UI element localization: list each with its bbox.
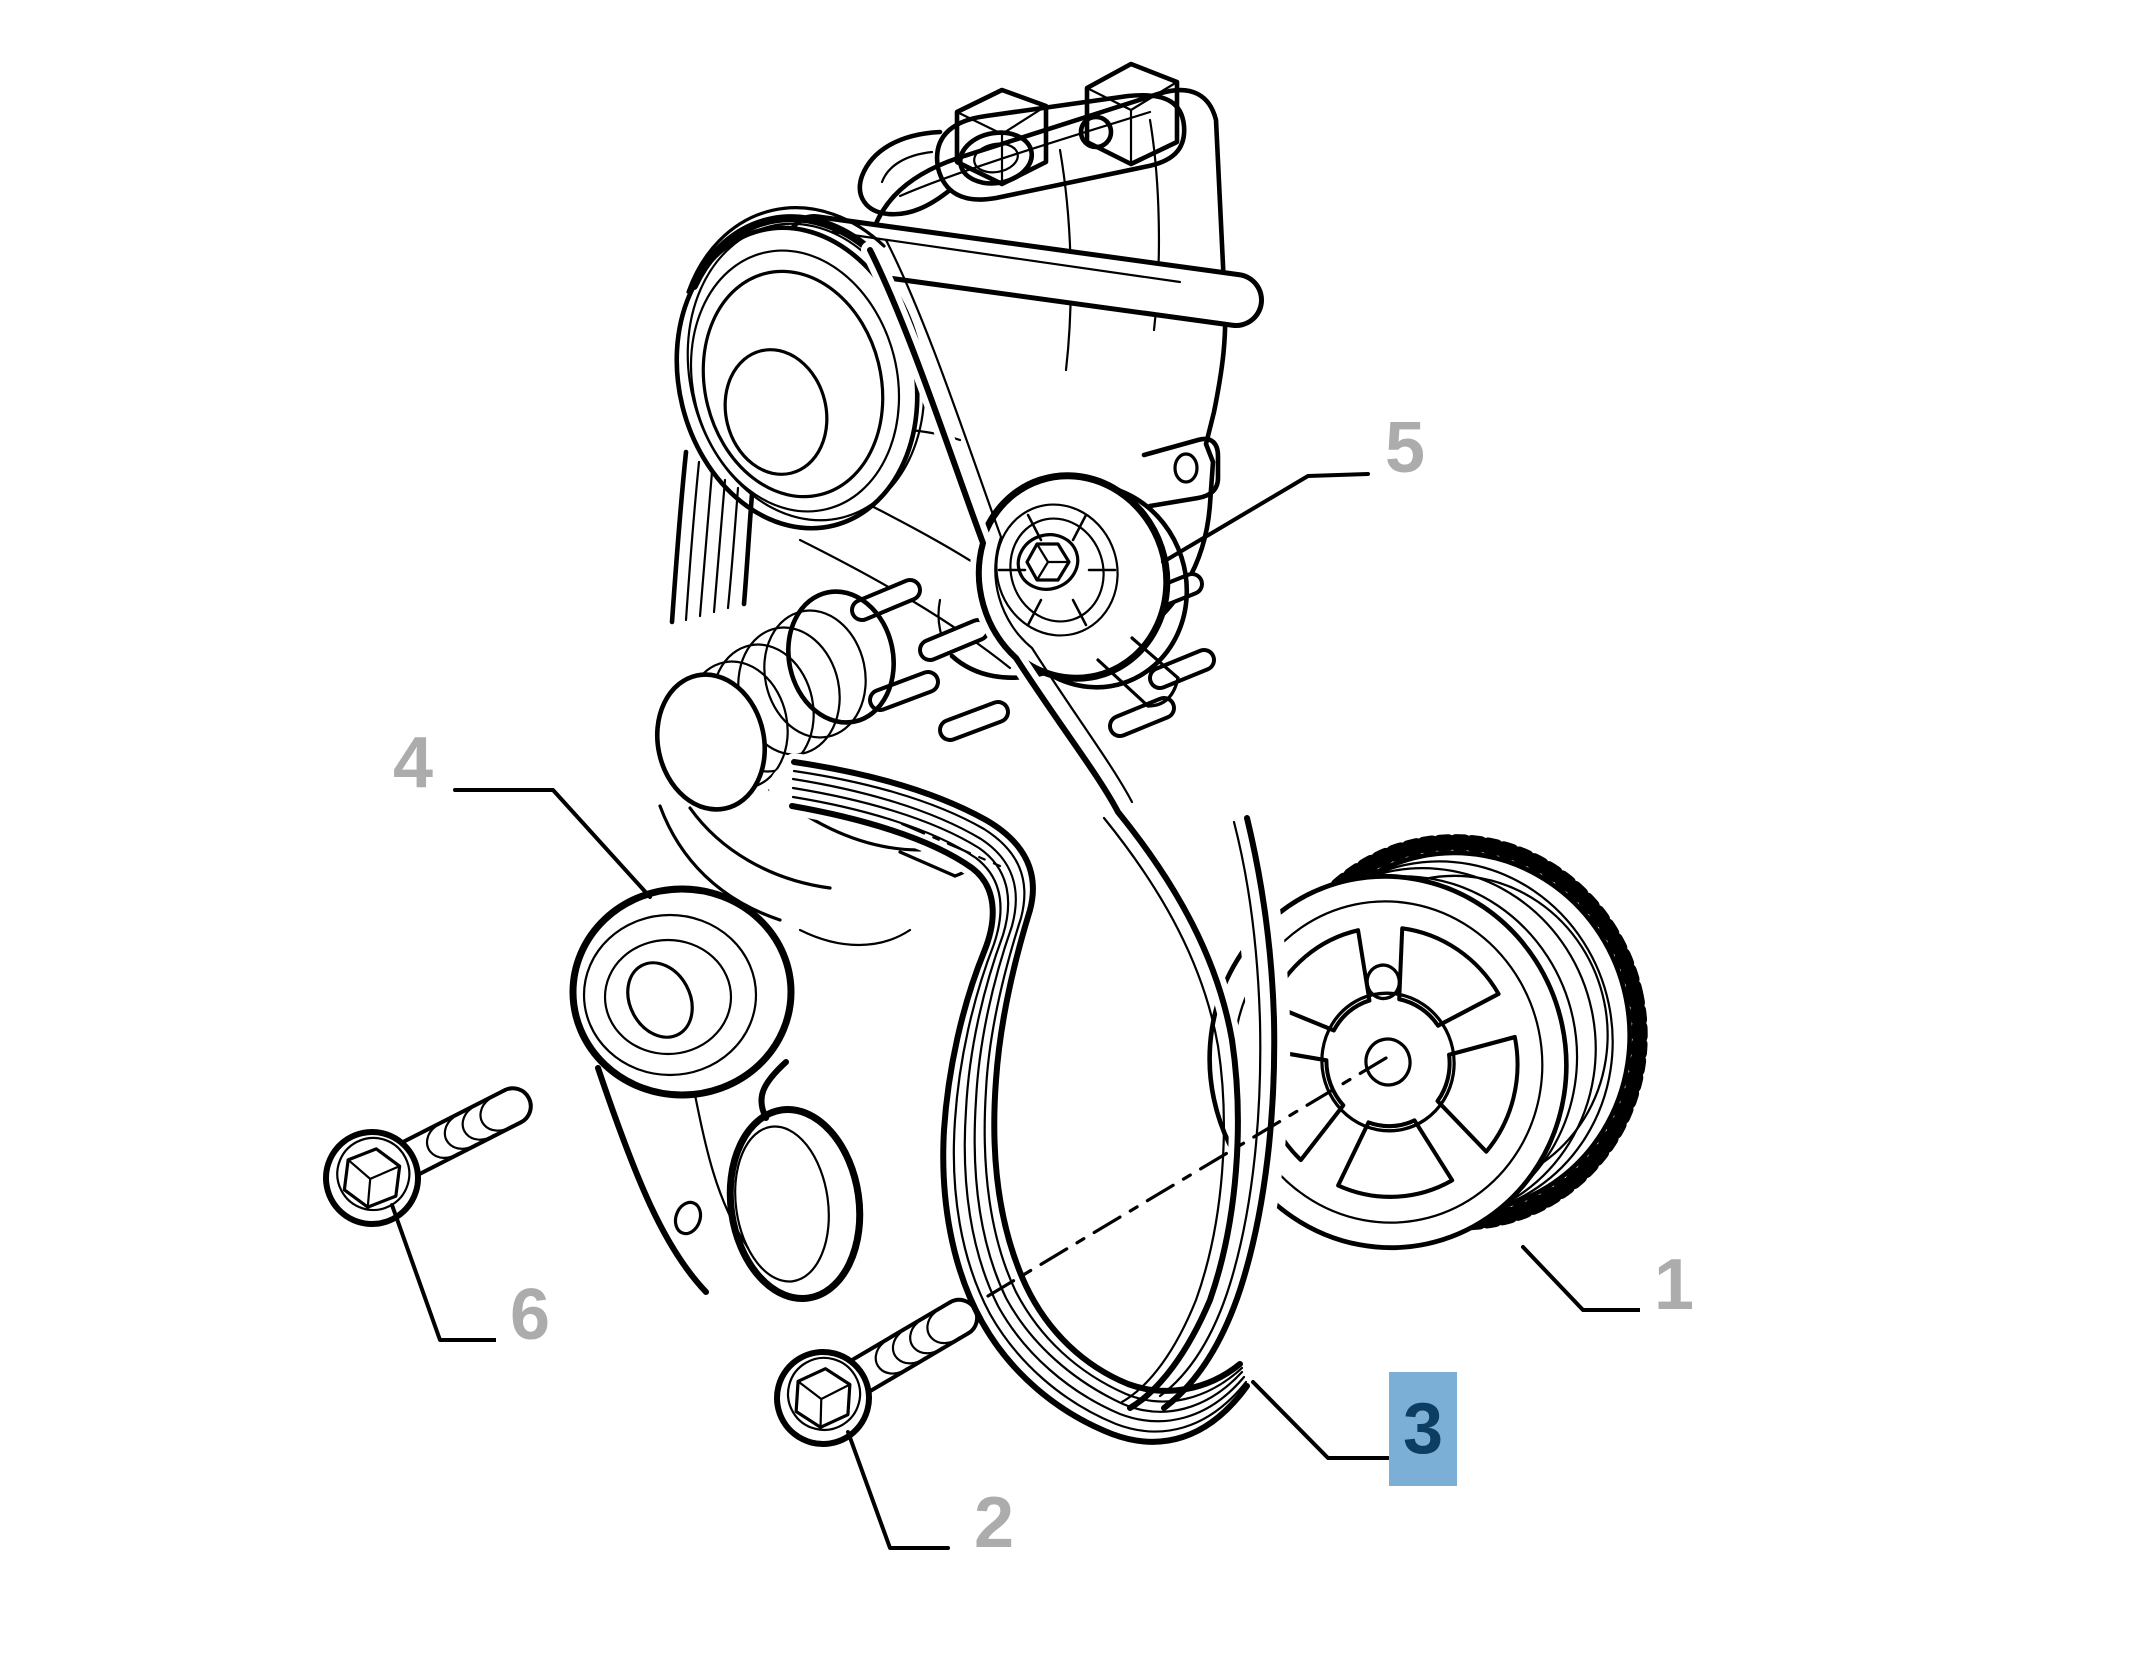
callout-1[interactable]: 1 (1640, 1228, 1708, 1342)
leader-5 (1161, 472, 1370, 564)
leader-lines (390, 472, 1645, 1550)
bolt-2-drawing (774, 1297, 980, 1447)
leader-6 (390, 1203, 499, 1342)
pump-pulley-drawing (674, 206, 926, 531)
bolt-6-drawing (323, 1086, 533, 1227)
leader-4 (453, 788, 652, 899)
leader-1 (1521, 1245, 1645, 1312)
callout-2[interactable]: 2 (960, 1466, 1028, 1580)
drive-belt-drawing (769, 238, 1291, 1451)
callout-3-highlighted[interactable]: 3 (1389, 1372, 1457, 1486)
tensioner-drawing (569, 885, 864, 1302)
callout-5[interactable]: 5 (1371, 391, 1439, 505)
callout-6[interactable]: 6 (496, 1258, 564, 1372)
callout-4[interactable]: 4 (379, 706, 447, 820)
leader-3 (1251, 1380, 1390, 1460)
centerlines (900, 822, 1388, 1298)
belt-left-band-drawing (669, 449, 755, 625)
engine-background-drawing (658, 428, 1042, 946)
alternator-pulley-drawing (654, 589, 896, 812)
leader-2 (846, 1430, 950, 1550)
